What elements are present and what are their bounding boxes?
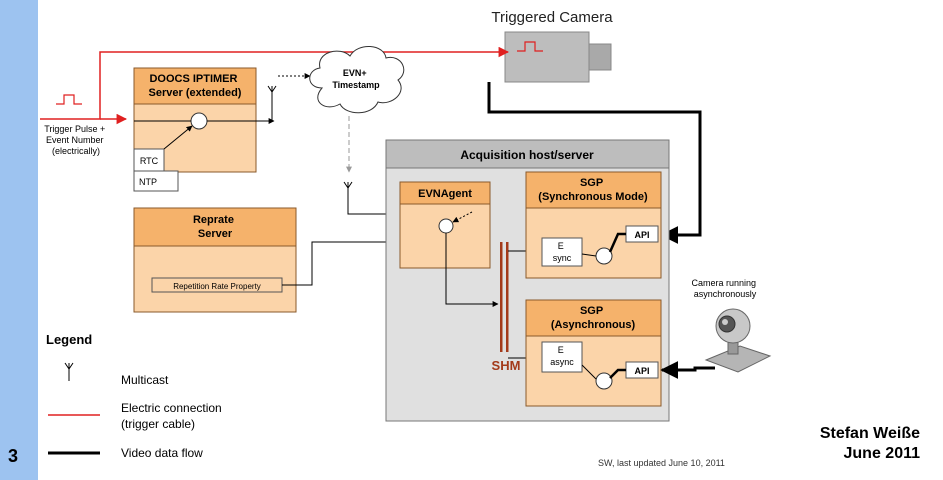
svg-text:SGP (Synchronous Mode): SGP (Synchronous Mode)	[538, 177, 648, 203]
webcam-label-2: asynchronously	[694, 289, 757, 299]
legend-multicast-icon	[64, 362, 74, 381]
svg-text:E async: E async	[550, 345, 574, 367]
svg-text:EVN+ Timestamp: EVN+ Timestamp	[332, 68, 380, 90]
reprate-title-2: Server	[198, 228, 233, 240]
multicast-to-evnagent	[347, 200, 399, 217]
doocs-title-1: DOOCS IPTIMER	[149, 73, 237, 85]
esync-sync: sync	[553, 253, 572, 263]
sgp-sync-title-1: SGP	[580, 177, 603, 189]
api-async-label: API	[634, 366, 649, 376]
trigger-pulse-icon	[56, 94, 82, 105]
camera-icon	[504, 31, 612, 83]
acq-multicast-icon	[343, 181, 353, 200]
legend-multicast-text: Multicast	[121, 373, 169, 387]
trigger-line-3: (electrically)	[52, 146, 100, 156]
camera-title: Triggered Camera	[491, 9, 613, 26]
sidebar-band	[0, 0, 38, 480]
legend-title: Legend	[46, 332, 92, 347]
easync-async: async	[550, 357, 574, 367]
sgp-async-title-2: (Asynchronous)	[551, 319, 636, 331]
author-name: Stefan Weiße	[819, 425, 920, 442]
sgp-sync-title-2: (Synchronous Mode)	[538, 191, 648, 203]
api-sync-label: API	[634, 230, 649, 240]
legend-electric-text-2: (trigger cable)	[121, 417, 195, 431]
trigger-cable	[40, 46, 510, 120]
doocs-multicast-icon	[267, 85, 277, 102]
easync-e: E	[558, 345, 564, 355]
legend-electric-text-1: Electric connection	[121, 401, 222, 415]
author-block: Stefan Weiße June 2011	[760, 424, 920, 464]
svg-text:Camera running asynchronou: Camera running asynchronously	[691, 278, 758, 299]
evnagent-to-shm	[445, 233, 499, 307]
trigger-line-1: Trigger Pulse +	[44, 124, 105, 134]
acquisition-title: Acquisition host/server	[460, 148, 594, 162]
reprate-to-evnagent	[282, 239, 401, 286]
cloud-line-2: Timestamp	[332, 80, 380, 90]
reprate-title-1: Reprate	[193, 214, 234, 226]
sgp-async-box: SGP (Asynchronous) E async API	[525, 299, 662, 407]
svg-text:SGP (Asynchronous): SGP (Asynchronous)	[551, 305, 636, 331]
slide-number: 3	[8, 446, 19, 466]
trigger-line-2: Event Number	[46, 135, 104, 145]
webcam-icon	[704, 308, 772, 373]
author-date: June 2011	[843, 445, 921, 462]
evn-timestamp-cloud: EVN+ Timestamp	[309, 46, 405, 114]
legend-video-text: Video data flow	[121, 446, 203, 460]
reprate-property: Repetition Rate Property	[173, 282, 261, 291]
svg-text:Reprate Server: Reprate Server	[193, 214, 237, 240]
esync-e: E	[558, 241, 564, 251]
webcam-label-1: Camera running	[691, 278, 756, 288]
rtc-label: RTC	[140, 156, 159, 166]
shm-label: SHM	[492, 358, 521, 373]
doocs-title-2: Server (extended)	[149, 87, 242, 99]
svg-text:Electric connection (trigg: Electric connection (trigger cable)	[121, 401, 225, 431]
sgp-async-title-1: SGP	[580, 305, 603, 317]
sgp-sync-box: SGP (Synchronous Mode) E sync API	[525, 171, 662, 279]
reprate-server-box: Reprate Server Repetition Rate Property	[133, 207, 297, 313]
video-flow-webcam	[660, 361, 715, 379]
ntp-label: NTP	[139, 177, 157, 187]
evnagent-box: EVNAgent	[399, 181, 491, 269]
video-flow-camera	[487, 82, 702, 244]
doocs-title: DOOCS IPTIMER Server (extended)	[149, 73, 242, 99]
footer-note: SW, last updated June 10, 2011	[598, 458, 725, 468]
evnagent-title: EVNAgent	[418, 188, 472, 200]
doocs-iptimer-box: DOOCS IPTIMER Server (extended) RTC NTP	[133, 67, 277, 192]
shm-bus	[500, 242, 509, 352]
svg-text:E sync: E sync	[553, 241, 572, 263]
trigger-label: Trigger Pulse + Event Number (electrical…	[44, 124, 107, 156]
cloud-line-1: EVN+	[343, 68, 367, 78]
